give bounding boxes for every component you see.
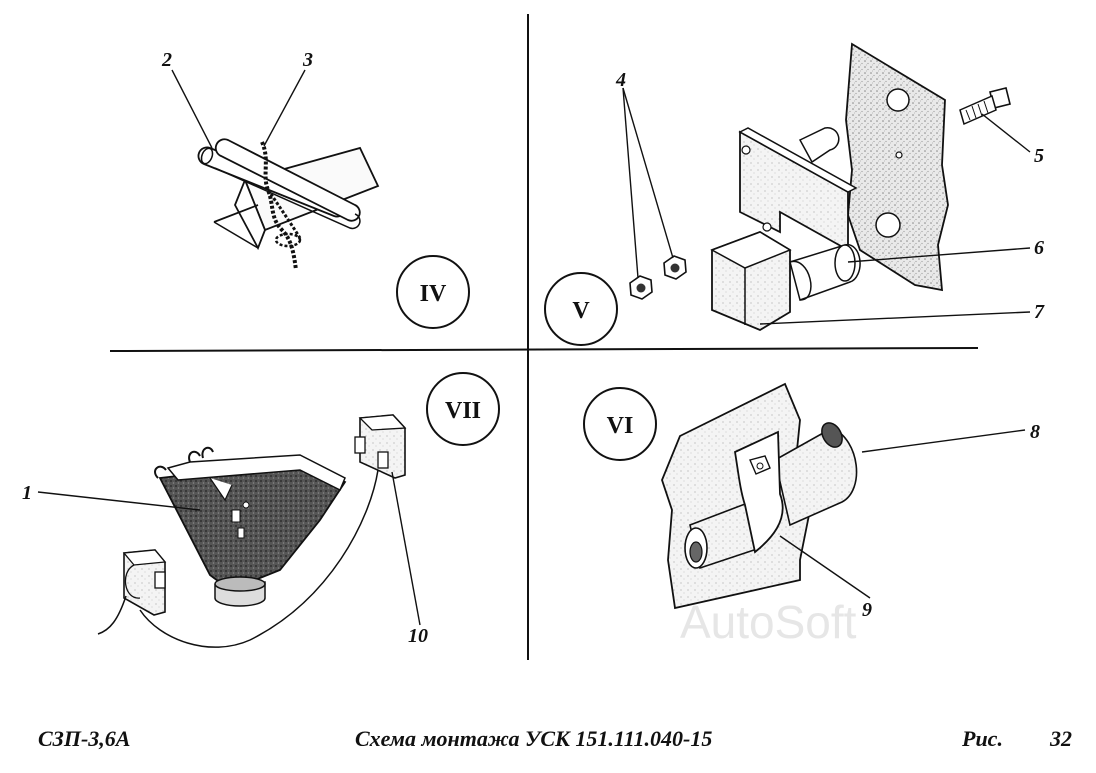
section-marker-v: V — [544, 272, 618, 346]
diagram-title: Схема монтажа УСК 151.111.040-15 — [355, 726, 713, 751]
callout-4: 4 — [615, 69, 626, 91]
figure-label: Рис. — [962, 726, 1003, 751]
divider-horizontal — [109, 347, 979, 352]
section-label-vi: VI — [607, 413, 634, 439]
section-marker-iv: IV — [396, 255, 470, 329]
sensor-box — [122, 549, 167, 616]
bolt-5 — [959, 87, 1011, 126]
callout-9: 9 — [862, 599, 872, 621]
callout-3: 3 — [302, 49, 313, 71]
section-label-iv: IV — [420, 281, 447, 307]
section-label-vii: VII — [445, 398, 481, 424]
model-code: СЗП-3,6А — [38, 726, 131, 751]
callout-7: 7 — [1034, 301, 1045, 323]
section-label-v: V — [572, 298, 590, 324]
section-vi-drawing — [661, 382, 1026, 610]
sensor-box-10 — [354, 414, 407, 479]
section-vii-drawing — [37, 414, 421, 648]
callout-2: 2 — [161, 49, 172, 71]
figure-number: 32 — [1050, 726, 1072, 751]
callout-5: 5 — [1034, 145, 1044, 167]
section-marker-vi: VI — [583, 387, 657, 461]
callout-10: 10 — [408, 625, 428, 647]
section-iv-drawing — [171, 69, 380, 271]
callout-6: 6 — [1034, 237, 1044, 259]
watermark: AutoSoft — [680, 596, 857, 648]
callout-8: 8 — [1030, 421, 1040, 443]
nuts-4 — [629, 255, 687, 300]
section-v-drawing — [622, 42, 1031, 332]
section-marker-vii: VII — [426, 372, 500, 446]
callout-1: 1 — [22, 482, 32, 504]
